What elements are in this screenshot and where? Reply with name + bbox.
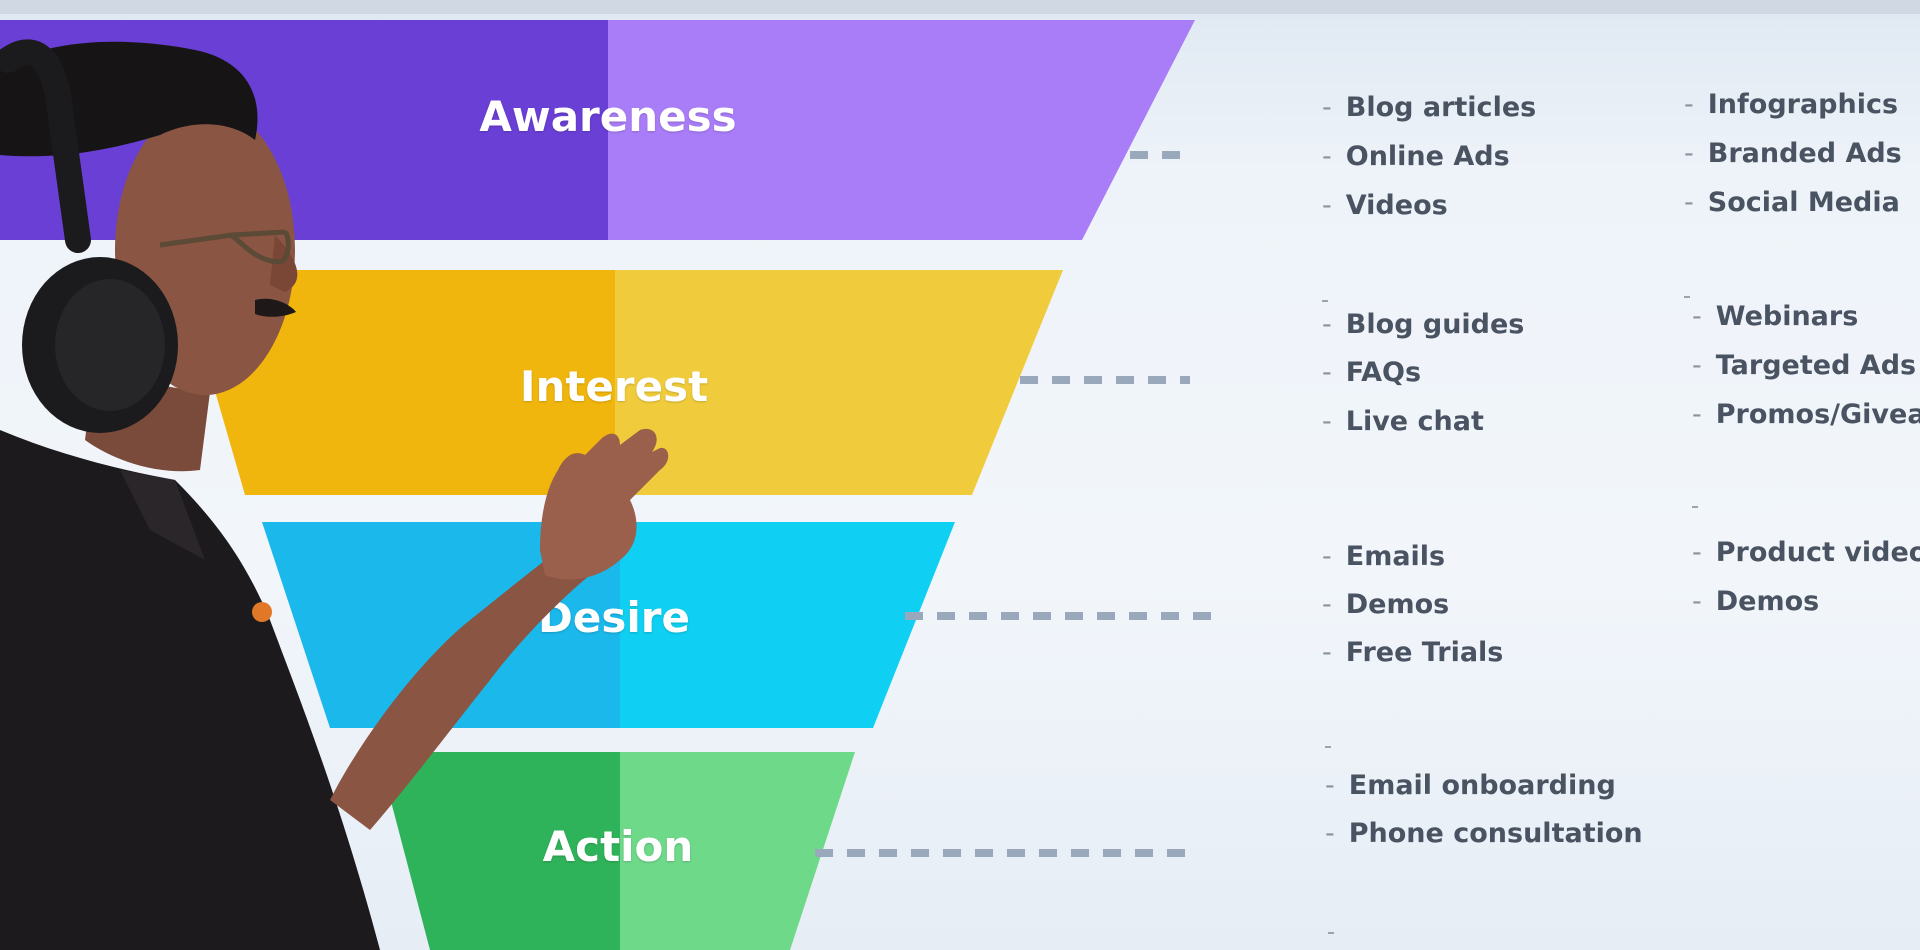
interest-left-item: -Blog guides	[1322, 309, 1525, 340]
bullet-marker	[1322, 300, 1328, 302]
presenter-moustache	[255, 298, 296, 317]
interest-left-item: -FAQs	[1322, 357, 1422, 388]
presenter-collar	[120, 470, 205, 560]
interest-left-item: -Live chat	[1322, 406, 1484, 437]
action-band-light	[620, 752, 855, 950]
interest-band-dark	[180, 270, 615, 495]
bullet-marker	[1692, 506, 1698, 508]
awareness-left-item: -Blog articles	[1322, 92, 1537, 123]
action-left-item: -Phone consultation	[1325, 818, 1643, 849]
bullet-marker	[1684, 296, 1690, 298]
interest-right-item: -Promos/Givea	[1692, 399, 1920, 430]
desire-right-item: -Product video	[1692, 537, 1920, 568]
bullet-marker	[1325, 746, 1331, 748]
headphone-earcup-inner	[55, 279, 165, 411]
awareness-right-item: -Infographics	[1684, 89, 1899, 120]
presenter-shirt	[0, 430, 380, 950]
glasses-icon	[159, 229, 291, 265]
action-left-item: -Email onboarding	[1325, 770, 1616, 801]
funnel-stage-interest	[180, 270, 1063, 495]
awareness-right-item: -Branded Ads	[1684, 138, 1902, 169]
slide-top-edge	[0, 0, 1920, 14]
awareness-left-item: -Online Ads	[1322, 141, 1510, 172]
interest-right-item: -Targeted Ads	[1692, 350, 1917, 381]
headphones-band	[0, 39, 91, 253]
presenter-arm	[330, 545, 590, 830]
awareness-band-light	[608, 20, 1195, 240]
stage-label-action: Action	[542, 822, 694, 871]
bullet-marker	[1328, 932, 1334, 934]
action-band-dark	[378, 752, 620, 950]
awareness-left-item: -Videos	[1322, 190, 1448, 221]
stage-label-interest: Interest	[519, 362, 709, 411]
desire-left-item: -Free Trials	[1322, 637, 1504, 668]
interest-right-item: -Webinars	[1692, 301, 1859, 332]
interest-band-light	[615, 270, 1063, 495]
funnel-stage-action	[378, 752, 855, 950]
stage-label-desire: Desire	[538, 593, 690, 642]
awareness-right-item: -Social Media	[1684, 187, 1900, 218]
desire-left-item: -Demos	[1322, 589, 1450, 620]
desire-band-light	[620, 522, 955, 728]
desire-right-item: -Demos	[1692, 586, 1820, 617]
shirt-logo	[252, 602, 272, 622]
presenter-hand	[540, 428, 669, 580]
stage-label-awareness: Awareness	[479, 92, 737, 141]
desire-left-item: -Emails	[1322, 541, 1446, 572]
presenter-nose	[270, 235, 298, 292]
